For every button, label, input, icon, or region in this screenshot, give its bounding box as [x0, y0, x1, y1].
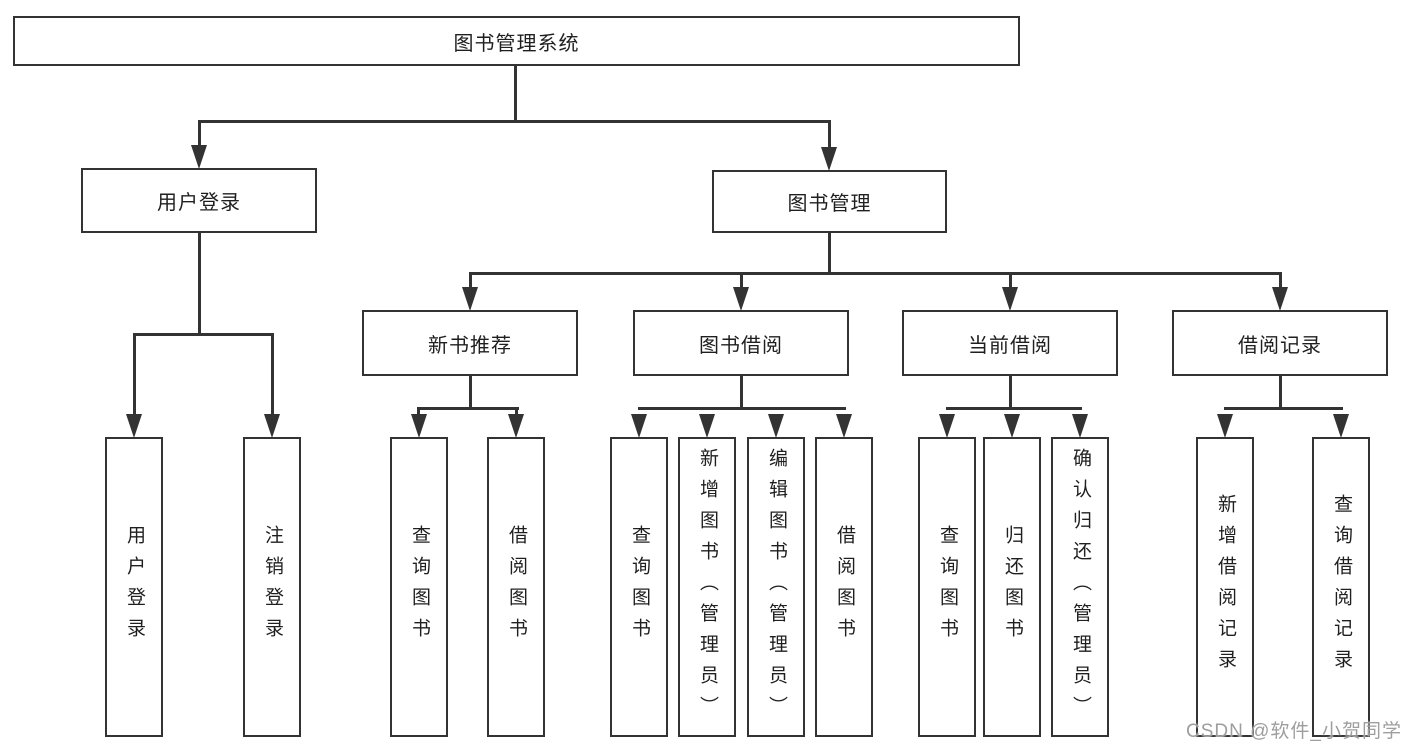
connector-line [271, 333, 274, 418]
node-borrow-records: 借阅记录 [1172, 310, 1388, 376]
leaf-add-borrow-record: 新增借阅记录 [1196, 437, 1254, 737]
arrow-down-icon [1333, 414, 1349, 438]
connector-line [198, 120, 201, 150]
node-library-system-label: 图书管理系统 [453, 32, 580, 55]
node-book-management: 图书管理 [712, 170, 947, 233]
leaf-query-borrow-record: 查询借阅记录 [1312, 437, 1370, 737]
connector-line [740, 272, 743, 292]
leaf-query-books-current: 查询图书 [918, 437, 976, 737]
connector-line [469, 272, 472, 292]
connector-line [469, 374, 472, 410]
connector-line [828, 233, 831, 275]
leaf-edit-book-admin: 编辑图书（管理员） [747, 437, 805, 737]
arrow-down-icon [1217, 414, 1233, 438]
arrow-down-icon [264, 414, 280, 438]
connector-line [828, 120, 831, 150]
leaf-user-login: 用户登录 [105, 437, 163, 737]
connector-line [1009, 374, 1012, 410]
arrow-down-icon [1002, 287, 1018, 311]
connector-line [133, 333, 274, 336]
arrow-down-icon [821, 147, 837, 171]
leaf-query-books-borrowing: 查询图书 [610, 437, 668, 737]
connector-line [740, 374, 743, 410]
leaf-user-login-label: 用户登录 [123, 525, 145, 649]
leaf-query-borrow-record-label: 查询借阅记录 [1330, 494, 1352, 680]
arrow-down-icon [699, 414, 715, 438]
node-library-system: 图书管理系统 [13, 16, 1020, 66]
connector-line [198, 120, 831, 123]
leaf-confirm-return-admin: 确认归还（管理员） [1051, 437, 1109, 737]
arrow-down-icon [1072, 414, 1088, 438]
arrow-down-icon [191, 145, 207, 169]
connector-line [418, 407, 519, 410]
node-book-borrowing: 图书借阅 [633, 310, 849, 376]
connector-line [946, 407, 1082, 410]
leaf-logout: 注销登录 [243, 437, 301, 737]
arrow-down-icon [411, 414, 427, 438]
connector-line [133, 333, 136, 418]
node-book-management-label: 图书管理 [787, 193, 872, 215]
leaf-borrow-books-label: 借阅图书 [833, 525, 855, 649]
connector-line [1009, 272, 1012, 292]
leaf-return-book: 归还图书 [983, 437, 1041, 737]
leaf-edit-book-admin-label: 编辑图书（管理员） [765, 447, 787, 727]
node-user-login-branch-label: 用户登录 [157, 192, 241, 214]
node-current-borrowing-label: 当前借阅 [968, 334, 1052, 357]
connector-line [469, 272, 1282, 275]
connector-line [1279, 374, 1282, 410]
arrow-down-icon [768, 414, 784, 438]
connector-line [198, 233, 201, 336]
arrow-down-icon [836, 414, 852, 438]
leaf-borrow-books-recommend: 借阅图书 [487, 437, 545, 737]
arrow-down-icon [939, 414, 955, 438]
arrow-down-icon [631, 414, 647, 438]
arrow-down-icon [1272, 287, 1288, 311]
node-borrow-records-label: 借阅记录 [1238, 334, 1322, 357]
leaf-return-book-label: 归还图书 [1001, 525, 1023, 649]
leaf-query-books-current-label: 查询图书 [936, 525, 958, 649]
leaf-logout-label: 注销登录 [261, 525, 283, 649]
leaf-add-borrow-record-label: 新增借阅记录 [1214, 494, 1236, 680]
arrow-down-icon [508, 414, 524, 438]
connector-line [1279, 272, 1282, 292]
leaf-borrow-books-recommend-label: 借阅图书 [505, 525, 527, 649]
node-user-login-branch: 用户登录 [81, 168, 317, 233]
connector-line [638, 407, 846, 410]
node-book-borrowing-label: 图书借阅 [699, 334, 783, 357]
csdn-watermark: CSDN @软件_小贺同学 [1186, 721, 1402, 742]
leaf-borrow-books: 借阅图书 [815, 437, 873, 737]
leaf-add-book-admin: 新增图书（管理员） [678, 437, 736, 737]
connector-line [515, 407, 518, 419]
arrow-down-icon [462, 287, 478, 311]
node-new-book-recommend: 新书推荐 [362, 310, 578, 376]
connector-line [1224, 407, 1343, 410]
leaf-query-books-borrowing-label: 查询图书 [628, 525, 650, 649]
node-current-borrowing: 当前借阅 [902, 310, 1118, 376]
arrow-down-icon [733, 287, 749, 311]
leaf-query-books-recommend-label: 查询图书 [408, 525, 430, 649]
leaf-query-books-recommend: 查询图书 [390, 437, 448, 737]
arrow-down-icon [1004, 414, 1020, 438]
leaf-add-book-admin-label: 新增图书（管理员） [696, 447, 718, 727]
node-new-book-recommend-label: 新书推荐 [428, 334, 512, 357]
leaf-confirm-return-admin-label: 确认归还（管理员） [1069, 447, 1091, 727]
arrow-down-icon [126, 414, 142, 438]
connector-line [514, 64, 517, 122]
connector-line [417, 407, 420, 419]
